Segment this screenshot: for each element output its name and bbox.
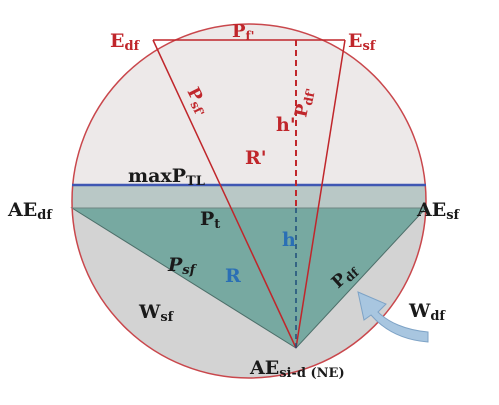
- wdf-arrow: [357, 291, 429, 343]
- label-max-ptl: maxPTL: [128, 165, 205, 189]
- label-p-sf: Psf: [167, 254, 198, 278]
- label-e-df: Edf: [110, 30, 141, 54]
- label-r: R: [225, 265, 241, 287]
- label-p-f: Pf': [232, 21, 254, 43]
- label-p-sf-prime: Psf': [182, 84, 214, 119]
- circle-outline: [71, 23, 427, 379]
- pdf-prime-line: [295, 39, 346, 349]
- label-p-df-prime: Pdf': [291, 86, 318, 120]
- label-ae-si-d: AEsi-d (NE): [249, 357, 345, 381]
- band-region: [72, 185, 426, 208]
- label-ae-df: AEdf: [7, 199, 53, 223]
- label-h: h: [282, 229, 296, 251]
- label-h-prime: h': [276, 114, 296, 136]
- label-p-t: Pt: [200, 208, 220, 232]
- label-e-sf: Esf: [348, 30, 377, 54]
- label-w-df: Wdf: [408, 300, 446, 324]
- psf-prime-line: [152, 39, 297, 349]
- label-w-sf: Wsf: [138, 301, 175, 325]
- label-ae-sf: AEsf: [416, 199, 461, 223]
- label-r-prime: R': [245, 147, 267, 169]
